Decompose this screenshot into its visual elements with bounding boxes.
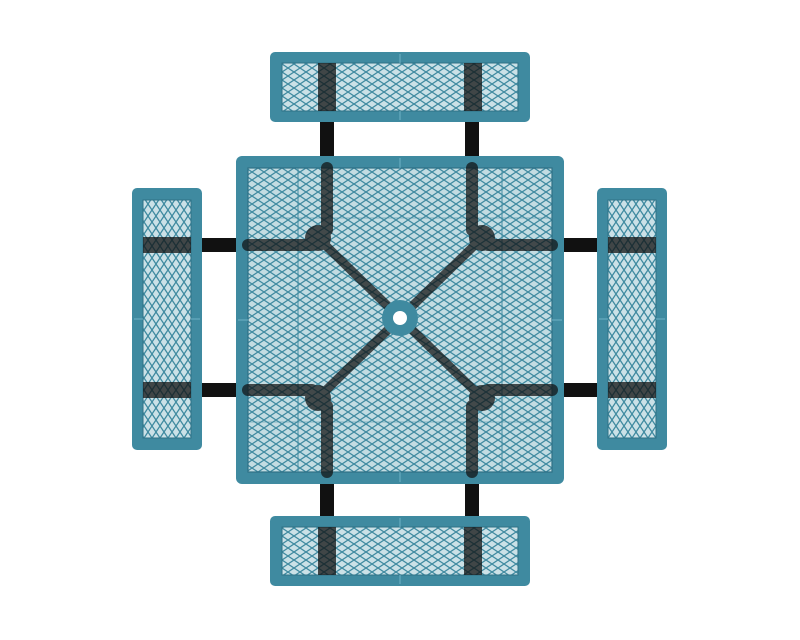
bench-top xyxy=(270,52,530,122)
support-frame-under-top xyxy=(242,162,558,478)
bench-bottom xyxy=(270,516,530,586)
bench-left xyxy=(132,188,202,450)
umbrella-hole xyxy=(382,300,418,336)
bench-right xyxy=(597,188,667,450)
